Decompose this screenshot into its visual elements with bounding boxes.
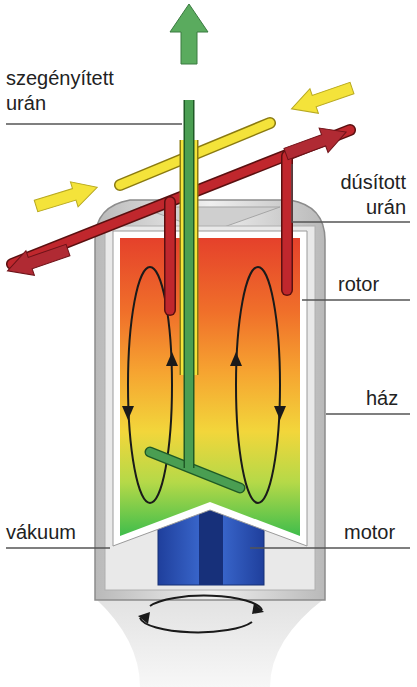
depleted-outflow-arrow [170,4,208,64]
rotor-gas [120,238,300,536]
part-label: ház [366,386,398,411]
motor-spindle [199,505,223,585]
part-label: motor [344,520,395,545]
enriched-pipe [166,202,175,310]
label-holder: ház [366,386,398,411]
leader-line [6,547,110,548]
label-holder: motor [344,520,395,545]
rotor-wall [113,231,307,546]
flow-arrowhead [230,352,242,366]
label-holder: rotor [338,272,379,297]
floor-shadow [95,598,325,687]
depleted-pipe [185,100,193,468]
leader-line [326,413,410,414]
label-holder: vákuum [6,520,76,545]
flow-arrowhead [122,406,134,420]
pipe-outline [281,156,293,290]
rotation-arrowhead [252,603,264,614]
part-label: vákuum [6,520,76,545]
feed-inflow-arrow [32,175,101,219]
depleted-pipe [150,452,240,488]
rotation-arrowhead [138,612,150,624]
part-label: dúsított urán [312,170,406,220]
rotation-arc [140,618,252,632]
label-holder: szegényített urán [6,66,141,116]
label-holder: dúsított urán [312,170,406,220]
pipe-outline [184,100,195,468]
enriched-outflow-arrow [3,238,72,283]
rotation-arc [150,596,262,610]
pipe-outline [150,452,240,488]
flow-arrowhead [166,352,178,366]
flow-arrowhead [274,406,286,420]
pipe-outline [164,202,176,310]
leader-line [292,164,410,222]
enriched-pipe [283,156,292,290]
part-label: rotor [338,272,379,297]
feed-inflow-arrow [287,76,356,121]
leader-line [250,547,410,548]
flow-loop [236,267,280,503]
enriched-outflow-arrow [282,120,351,166]
part-label: szegényített urán [6,66,141,116]
leader-line [302,299,410,300]
leader-line [6,123,182,124]
